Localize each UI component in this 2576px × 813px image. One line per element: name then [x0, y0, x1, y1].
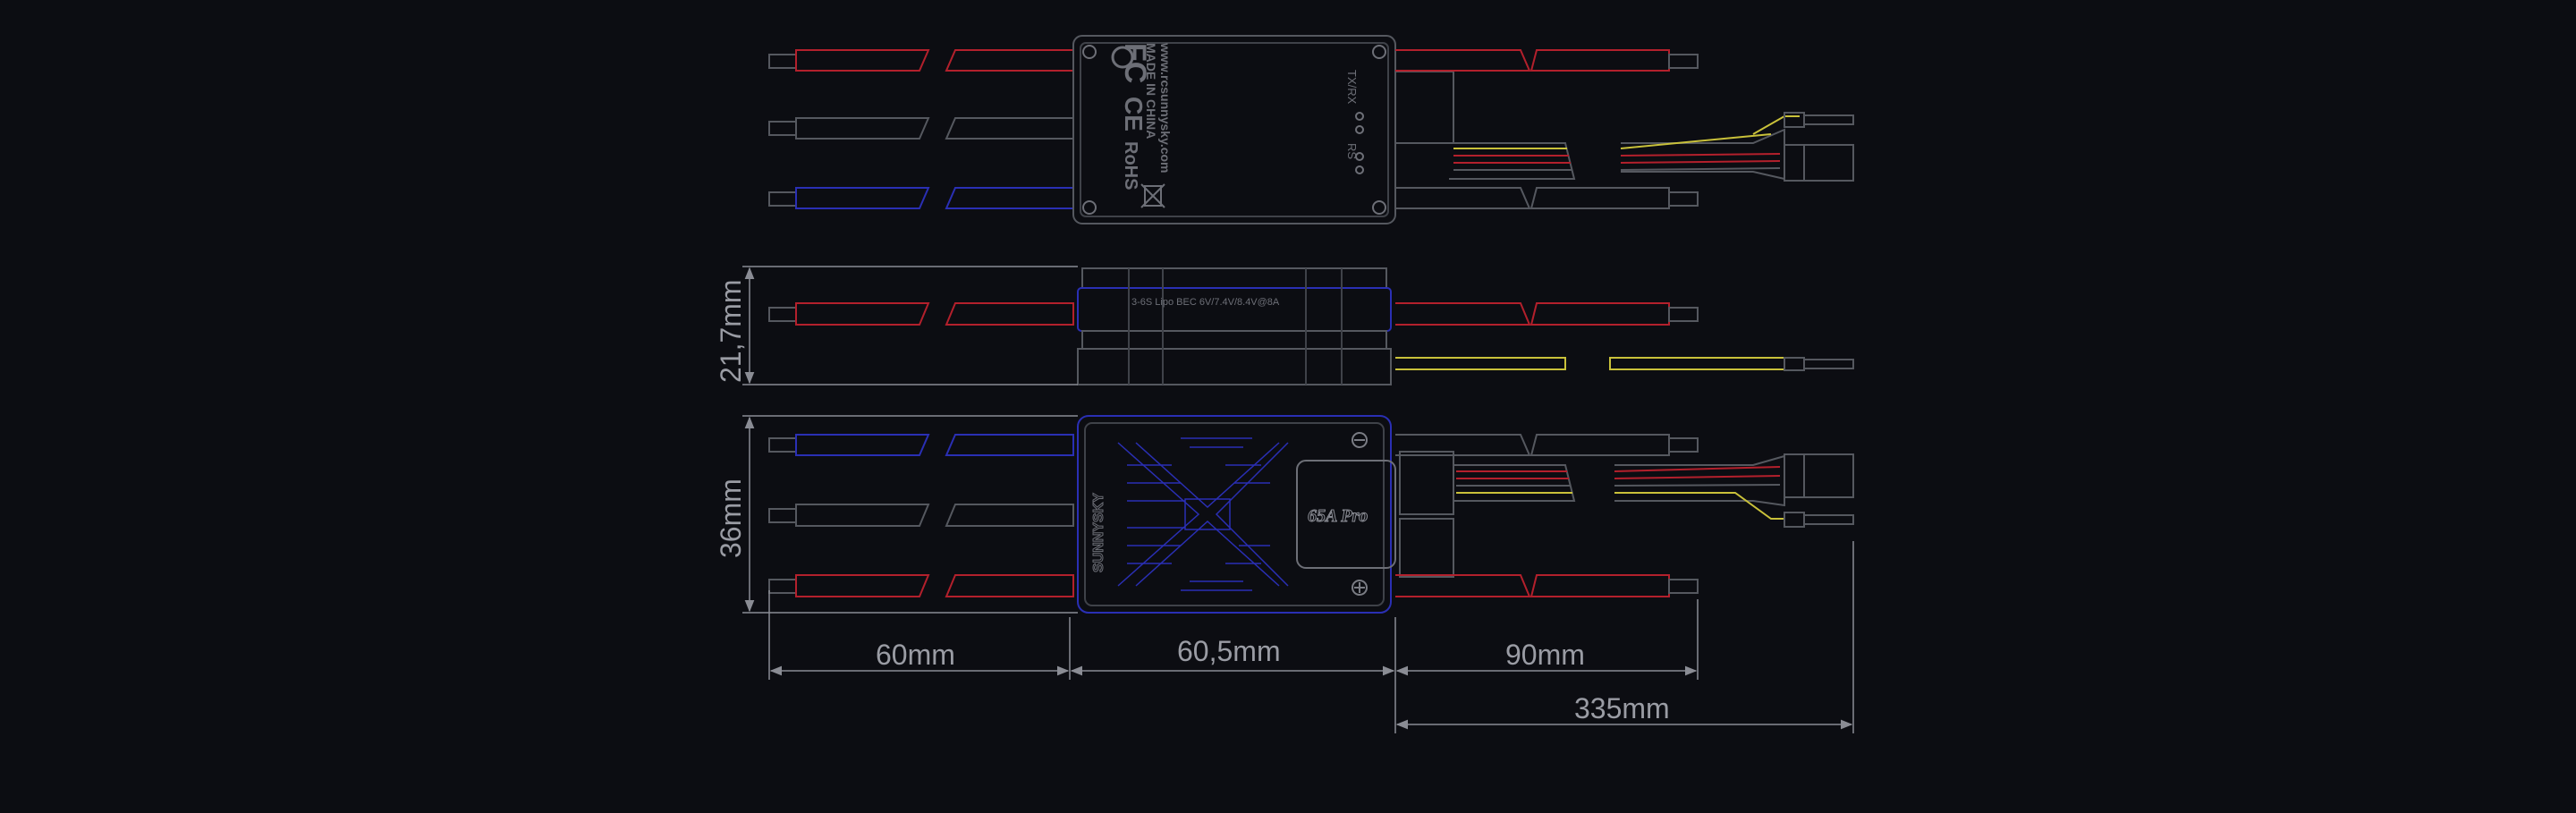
- bec-spec-label: 3-6S Lipo BEC 6V/7.4V/8.4V@8A: [1131, 297, 1280, 308]
- motor-wire-blue-bottom: [768, 434, 1074, 456]
- fc-mark: FC: [1118, 43, 1152, 83]
- minus-icon: [1352, 432, 1368, 448]
- plus-icon: [1352, 580, 1368, 596]
- motor-wire-red-bottom: [768, 574, 1074, 597]
- power-wire-black-top: [1395, 187, 1699, 209]
- bec-lead-top: [1449, 112, 1854, 182]
- rs-pad-label: RS: [1345, 143, 1359, 159]
- shrink-tube-lower: [1399, 518, 1454, 578]
- power-wire-red-top: [1395, 49, 1699, 72]
- model-label: 65A Pro: [1308, 506, 1368, 526]
- heatsink-fins: [1117, 437, 1289, 591]
- motor-wire-black-top: [768, 117, 1074, 140]
- motor-wire-red-side: [768, 302, 1074, 326]
- shrink-tube-upper: [1399, 451, 1454, 515]
- power-wire-red-bottom: [1395, 574, 1699, 597]
- bec-lead-bottom: [1453, 453, 1854, 528]
- rohs-mark: RoHS: [1121, 141, 1140, 190]
- dim-body-length: 60,5mm: [1177, 635, 1281, 667]
- power-wire-red-side: [1395, 302, 1699, 326]
- side-view: 3-6S Lipo BEC 6V/7.4V/8.4V@8A: [768, 267, 1854, 385]
- dim-power-wire-length: 90mm: [1505, 639, 1585, 671]
- website-label: www.rcsunnysky.com: [1158, 42, 1173, 174]
- ce-mark: CE: [1120, 97, 1148, 131]
- dim-width-top: 36mm: [715, 478, 747, 558]
- txrx-pad-label: TX/RX: [1345, 70, 1359, 105]
- recycle-icon: [1111, 46, 1134, 69]
- brand-label: SUNNYSKY: [1091, 493, 1106, 572]
- weee-bin-icon: [1140, 183, 1165, 208]
- dimension-lines: [742, 266, 1854, 733]
- capacitor-top: [1394, 71, 1454, 144]
- model-plate: [1296, 460, 1396, 569]
- esc-body-side: [1077, 267, 1392, 385]
- dim-motor-wire-length: 60mm: [876, 639, 955, 671]
- motor-wire-blue-top: [768, 187, 1074, 209]
- esc-body-bottom: [1077, 415, 1392, 614]
- dim-height-side: 21,7mm: [715, 279, 747, 383]
- bottom-view: 65A Pro SUNNYSKY: [768, 415, 1854, 614]
- power-wire-black-bottom: [1395, 434, 1699, 456]
- body-label-group: FC CE RoHS MADE IN CHINA www.rcsunnysky.…: [1118, 42, 1173, 190]
- motor-wire-black-bottom: [768, 504, 1074, 527]
- bec-lead-side: [1395, 357, 1854, 371]
- motor-wire-red-top: [768, 49, 1074, 72]
- top-view: FC CE RoHS MADE IN CHINA www.rcsunnysky.…: [768, 35, 1854, 224]
- dim-total-length: 335mm: [1574, 692, 1670, 724]
- made-in-label: MADE IN CHINA: [1144, 43, 1158, 139]
